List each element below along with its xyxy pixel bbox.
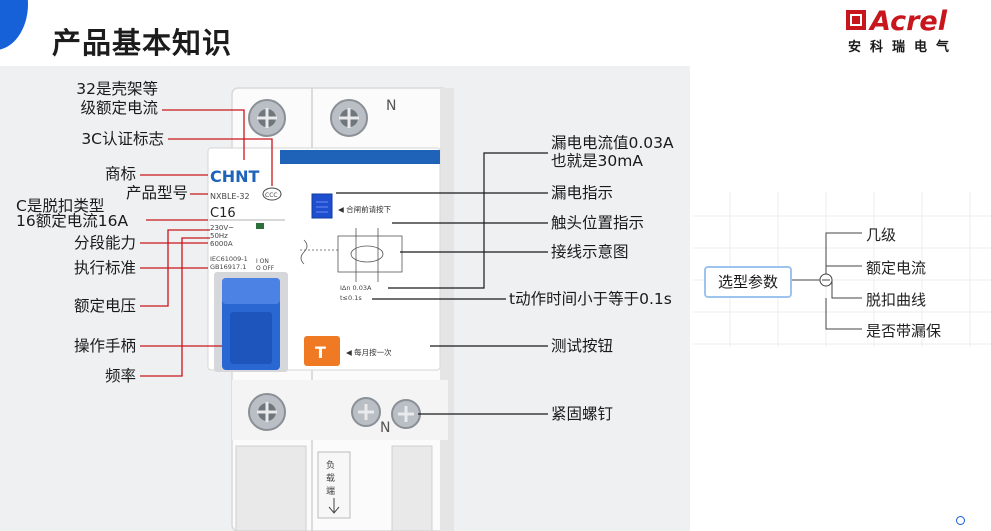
test-button-note: ◀ 每月按一次 (346, 347, 392, 357)
standard1-text: IEC61009-1 (210, 255, 248, 263)
leak-current-text: IΔn 0.03A (340, 284, 372, 292)
chnt-logo: CHNT (210, 167, 260, 186)
ccc-mark: CCC (262, 187, 282, 201)
standard2-text: GB16917.1 (210, 263, 246, 271)
label-trip-time: t动作时间小于等于0.1s (509, 290, 672, 308)
load-side-2: 载 (326, 472, 335, 484)
mindmap-item-trip-curve[interactable]: 脱扣曲线 (866, 291, 927, 309)
label-trip-type-1: C是脱扣类型 (16, 197, 105, 215)
svg-text:CCC: CCC (265, 192, 278, 199)
terminal-n-top: N (386, 98, 396, 114)
mindmap-root-node[interactable]: 选型参数 (704, 266, 792, 298)
frequency-text: 50Hz (210, 232, 228, 240)
on-text: I ON (256, 258, 269, 265)
label-leak-indicator: 漏电指示 (551, 184, 614, 202)
brand-subtitle: 安科瑞电气 (848, 40, 959, 55)
mindmap-item-poles[interactable]: 几级 (866, 226, 897, 244)
label-handle: 操作手柄 (73, 337, 136, 355)
label-test-button: 测试按钮 (551, 337, 614, 355)
rating-text: C16 (210, 206, 236, 221)
top-screw-right (330, 99, 368, 137)
model-text: NXBLE-32 (210, 192, 250, 201)
label-model: 产品型号 (125, 184, 188, 202)
top-screw-left (248, 99, 286, 137)
bottom-screw-right (391, 399, 421, 429)
page-indicator-dot (956, 516, 965, 525)
label-leak-value-2: 也就是30mA (551, 152, 643, 170)
operating-handle (214, 272, 288, 372)
page-title: 产品基本知识 (52, 26, 233, 60)
product-photo: N CHNT NXBLE-32 CCC C16 230V~ 50Hz 6000A… (0, 66, 690, 531)
breaker-body: N CHNT NXBLE-32 CCC C16 230V~ 50Hz 6000A… (207, 87, 454, 531)
test-button: T (304, 336, 340, 366)
wiring-diagram (300, 228, 403, 282)
label-rated-voltage: 额定电压 (73, 297, 136, 315)
label-frequency: 频率 (104, 367, 136, 385)
load-side-3: 端 (326, 485, 335, 497)
left-leader-lines (140, 109, 273, 377)
label-trademark: 商标 (104, 165, 136, 183)
terminal-n-bottom: N (380, 420, 390, 436)
label-wiring-diagram: 接线示意图 (551, 243, 629, 261)
load-side-1: 负 (326, 459, 335, 471)
label-shell-rating-2: 级额定电流 (80, 99, 158, 117)
label-cert-mark: 3C认证标志 (81, 130, 164, 148)
mindmap-item-leakage[interactable]: 是否带漏保 (866, 322, 942, 340)
label-standard: 执行标准 (73, 259, 136, 277)
leak-indicator-note: ◀ 合闸前请按下 (338, 204, 392, 214)
svg-text:T: T (315, 343, 326, 362)
mindmap-item-rated-current[interactable]: 额定电流 (866, 259, 927, 277)
bottom-screw-left (248, 393, 286, 431)
leak-indicator (311, 193, 333, 219)
voltage-text: 230V~ (210, 224, 234, 232)
bottom-screw-mid (351, 397, 381, 427)
acrel-logo: Acrel (846, 8, 948, 37)
label-trip-type-2: 16额定电流16A (16, 212, 129, 230)
label-shell-rating-1: 32是壳架等 (76, 80, 158, 98)
label-leak-value-1: 漏电电流值0.03A (551, 134, 674, 152)
breaking-capacity-text: 6000A (210, 240, 233, 248)
right-leader-lines (336, 152, 548, 415)
label-fastening-screw: 紧固螺钉 (551, 405, 614, 423)
acrel-logo-text: Acrel (868, 8, 948, 37)
label-breaking-capacity: 分段能力 (73, 234, 136, 252)
label-contact-position: 触头位置指示 (551, 214, 645, 232)
off-text: O OFF (256, 265, 275, 272)
corner-accent-arc (0, 0, 28, 50)
trip-time-text: t≤0.1s (340, 294, 362, 302)
